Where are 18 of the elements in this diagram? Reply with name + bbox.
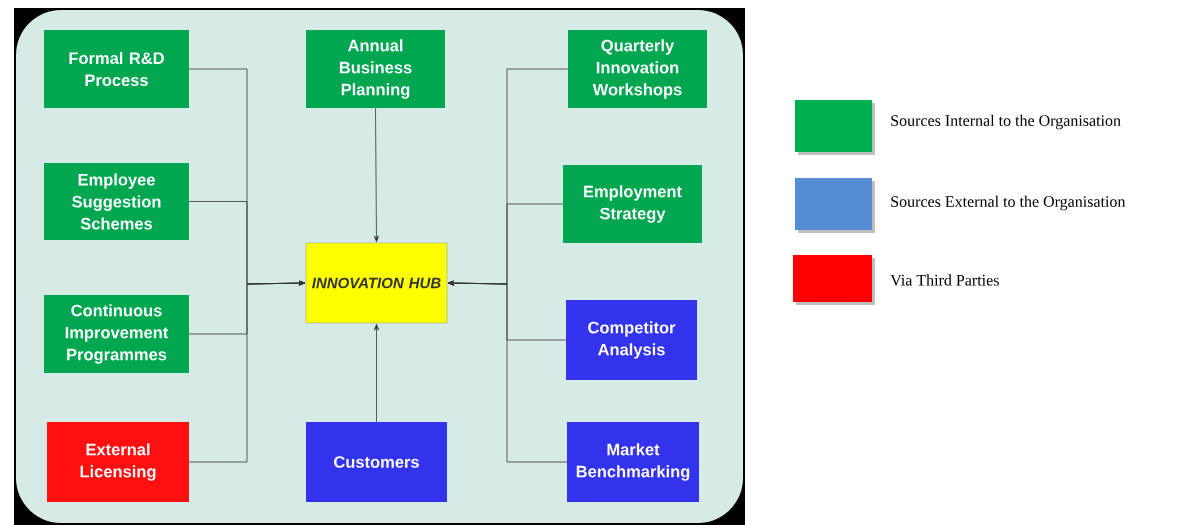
source-box: Competitor Analysis (566, 300, 697, 380)
legend-label: Sources External to the Organisation (891, 195, 1126, 211)
source-box: Annual Business Planning (306, 30, 445, 108)
source-box: Quarterly Innovation Workshops (568, 30, 707, 108)
arrow (374, 323, 379, 423)
source-box: Market Benchmarking (567, 422, 699, 502)
source-box: External Licensing (47, 422, 189, 502)
arrow (447, 280, 568, 463)
source-box: Employee Suggestion Schemes (44, 163, 189, 240)
source-box: Continuous Improvement Programmes (44, 295, 189, 373)
legend-label: Sources Internal to the Organisation (891, 114, 1121, 130)
arrow (188, 280, 306, 463)
hub-box: INNOVATION HUB (305, 242, 448, 324)
arrow (373, 107, 379, 243)
source-box: Employment Strategy (563, 165, 702, 243)
source-box: Customers (306, 422, 447, 502)
legend-label: Via Third Parties (890, 274, 999, 286)
source-box: Formal R&D Process (44, 30, 189, 108)
